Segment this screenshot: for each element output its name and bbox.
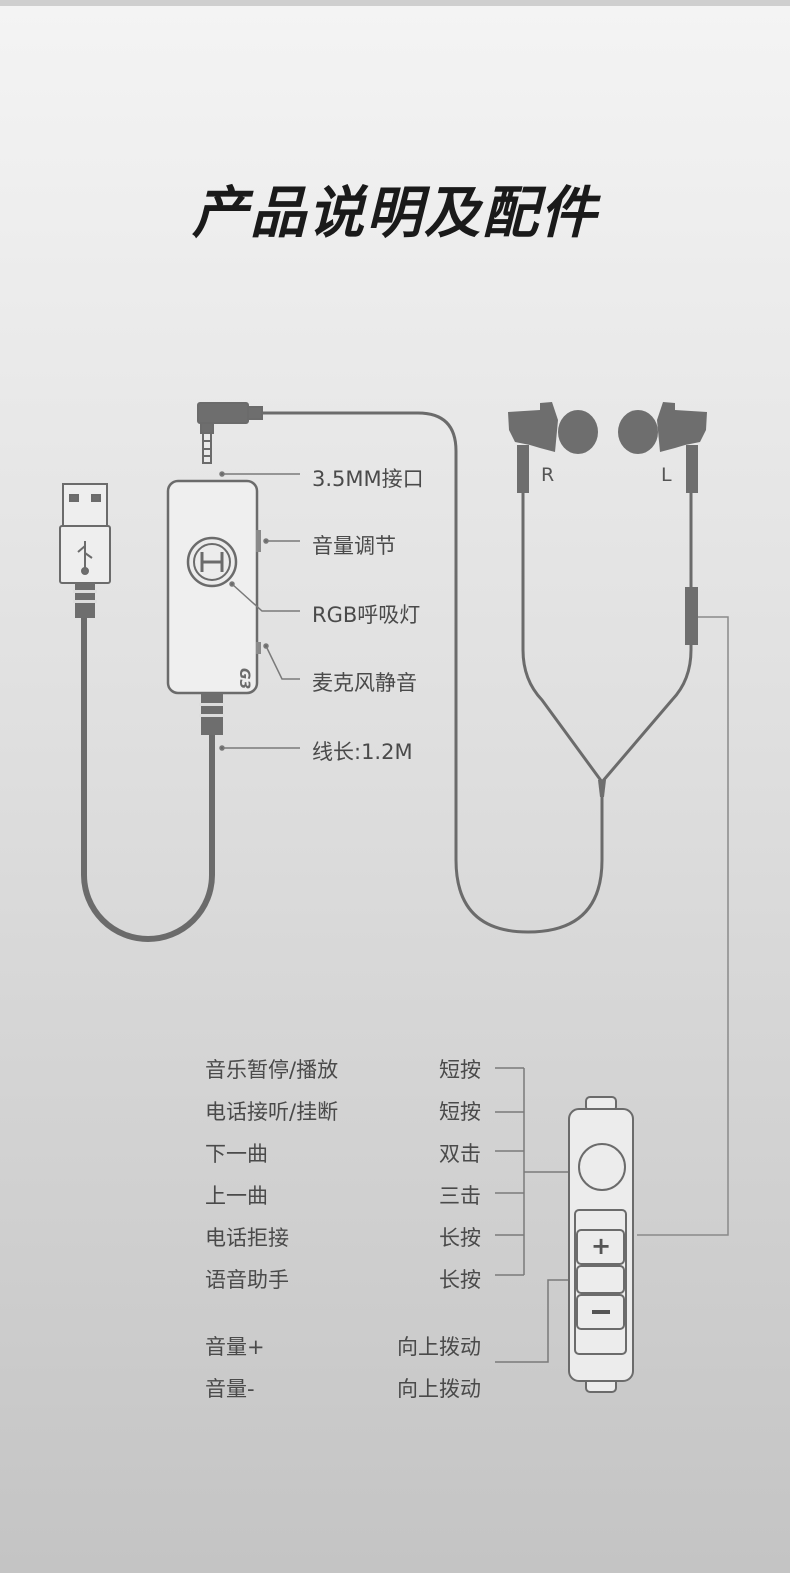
function-name: 下一曲 — [205, 1142, 268, 1166]
callout-jack: 3.5MM接口 — [312, 467, 424, 491]
mic-icon — [685, 587, 698, 645]
function-action: 三击 — [439, 1184, 481, 1208]
function-action: 双击 — [439, 1142, 481, 1166]
left-earbud-label: L — [661, 464, 672, 486]
volume-function-name: 音量+ — [205, 1335, 265, 1359]
function-name: 上一曲 — [205, 1184, 268, 1208]
sound-card-box: G3 — [166, 479, 261, 695]
callout-rgb: RGB呼吸灯 — [312, 603, 421, 627]
top-bar — [0, 0, 790, 6]
page-title: 产品说明及配件 — [192, 181, 598, 246]
callout-mute: 麦克风静音 — [312, 671, 417, 695]
right-earbud-label: R — [541, 464, 555, 486]
volume-function-action: 向上拨动 — [397, 1335, 481, 1359]
y-split-right — [521, 490, 604, 784]
minus-icon — [592, 1310, 610, 1314]
volume-function-name: 音量- — [205, 1377, 255, 1401]
box-strain-relief — [199, 693, 225, 735]
svg-text:G3: G3 — [236, 668, 252, 689]
function-action: 短按 — [439, 1058, 481, 1082]
usb-plug-icon — [59, 483, 111, 584]
usb-strain-relief — [73, 583, 97, 618]
function-name: 语音助手 — [205, 1268, 289, 1292]
function-action: 长按 — [439, 1226, 481, 1250]
function-name: 电话拒接 — [205, 1226, 289, 1250]
callout-volume: 音量调节 — [312, 534, 396, 558]
y-splitter-icon — [598, 780, 606, 797]
plus-icon: + — [591, 1232, 611, 1260]
callout-length: 线长:1.2M — [312, 740, 413, 764]
function-name: 电话接听/挂断 — [205, 1100, 339, 1124]
jack-cable — [260, 411, 604, 934]
remote-control — [568, 1096, 634, 1393]
function-action: 长按 — [439, 1268, 481, 1292]
left-earbud-icon — [618, 402, 707, 493]
volume-function-action: 向上拨动 — [397, 1377, 481, 1401]
y-split-left — [600, 490, 693, 784]
usb-cable-coil — [81, 615, 215, 942]
audio-jack-icon — [197, 402, 263, 464]
function-name: 音乐暂停/播放 — [205, 1058, 339, 1082]
function-action: 短按 — [439, 1100, 481, 1124]
right-earbud-icon — [508, 402, 598, 493]
